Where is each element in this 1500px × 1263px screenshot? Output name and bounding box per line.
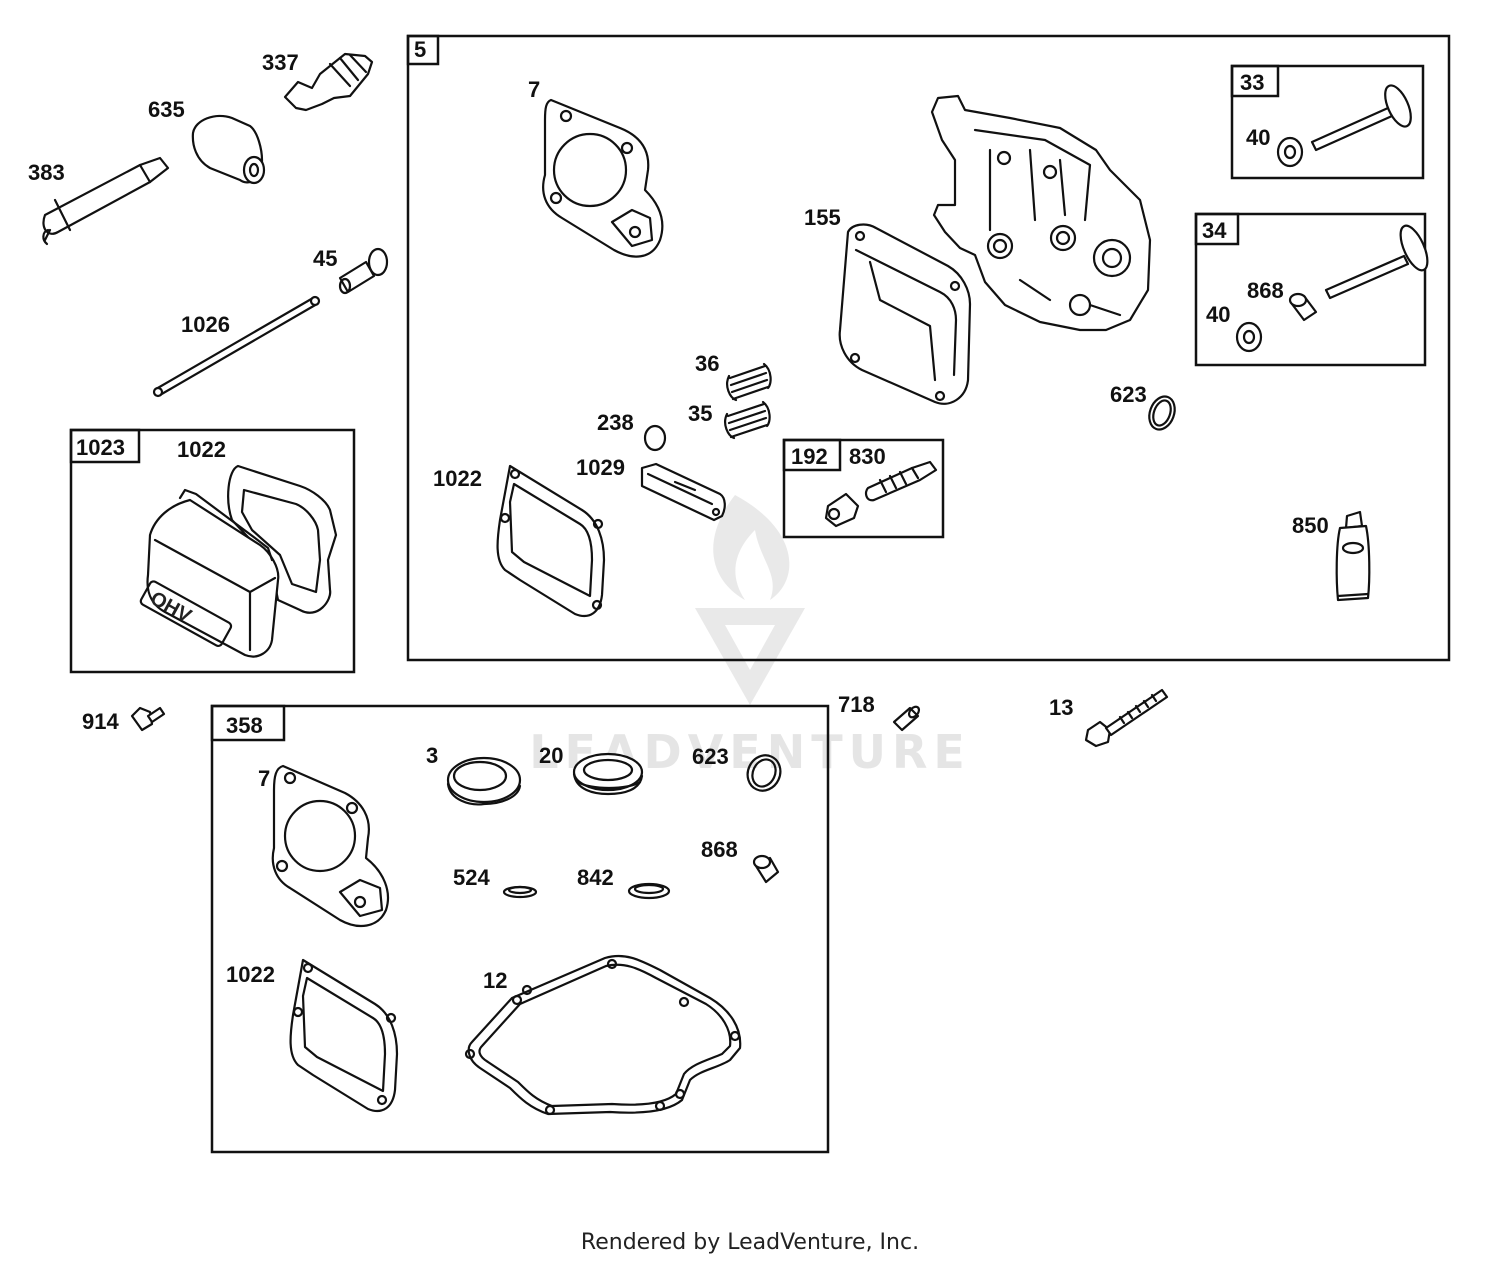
label-623-kit: 623 xyxy=(692,744,729,769)
label-383: 383 xyxy=(28,160,65,185)
valve-seal-868 xyxy=(1288,292,1318,322)
crankcase-gasket-12 xyxy=(464,954,742,1116)
dowel-pin-718 xyxy=(892,705,921,732)
box-1023-number: 1023 xyxy=(76,435,125,460)
kit-rocker-gasket-1022 xyxy=(289,958,399,1113)
label-868-kit: 868 xyxy=(701,837,738,862)
label-45: 45 xyxy=(313,246,337,271)
label-7-head-gasket: 7 xyxy=(528,77,540,102)
label-842: 842 xyxy=(577,865,614,890)
rocker-cover-155 xyxy=(838,223,972,405)
valve-cap-238 xyxy=(643,424,667,452)
kit-box-358: 358 xyxy=(210,704,830,1154)
kit-box-33: 33 xyxy=(1230,64,1425,180)
breather-nut-192 xyxy=(824,492,860,528)
label-40-exhaust: 40 xyxy=(1246,125,1270,150)
spark-plug-337 xyxy=(283,52,374,112)
label-1022-box5: 1022 xyxy=(433,466,482,491)
valve-cover-1022: OHV xyxy=(139,488,280,658)
box-358-number: 358 xyxy=(226,713,263,738)
box-192-number: 192 xyxy=(791,444,828,469)
label-35: 35 xyxy=(688,401,712,426)
rocker-gasket-1022 xyxy=(496,464,606,618)
rocker-arm-1029 xyxy=(640,462,726,522)
valve-retainer-40b xyxy=(1235,321,1263,353)
label-635: 635 xyxy=(148,97,185,122)
label-718: 718 xyxy=(838,692,875,717)
kit-o-ring-623 xyxy=(746,754,782,792)
label-1026: 1026 xyxy=(181,312,230,337)
sealant-tube-850 xyxy=(1335,510,1371,602)
screw-914 xyxy=(130,706,166,732)
label-3: 3 xyxy=(426,743,438,768)
label-20: 20 xyxy=(539,743,563,768)
kit-box-1023: 1023 xyxy=(69,428,356,674)
head-bolt-13 xyxy=(1084,688,1169,748)
boot-635 xyxy=(191,114,266,185)
valve-retainer-40a xyxy=(1276,136,1304,168)
kit-box-192: 192 xyxy=(782,438,945,539)
exhaust-valve-33 xyxy=(1310,84,1412,152)
label-155: 155 xyxy=(804,205,841,230)
label-914: 914 xyxy=(82,709,119,734)
label-868-box34: 868 xyxy=(1247,278,1284,303)
oil-seal-3 xyxy=(446,756,522,806)
valve-spring-36 xyxy=(726,362,772,402)
intake-valve-34 xyxy=(1324,224,1429,300)
label-1022-kit: 1022 xyxy=(226,962,275,987)
label-1029: 1029 xyxy=(576,455,625,480)
kit-box-5: 5 xyxy=(406,34,1451,662)
cylinder-head xyxy=(930,94,1152,332)
label-337: 337 xyxy=(262,50,299,75)
tappet-45 xyxy=(338,247,389,295)
rendered-by-footer: Rendered by LeadVenture, Inc. xyxy=(580,1230,920,1255)
label-13: 13 xyxy=(1049,695,1073,720)
spark-plug-wrench-383 xyxy=(42,156,170,246)
label-36: 36 xyxy=(695,351,719,376)
label-524: 524 xyxy=(453,865,490,890)
o-ring-623 xyxy=(1148,395,1176,431)
label-40-intake: 40 xyxy=(1206,302,1230,327)
label-238: 238 xyxy=(597,410,634,435)
seal-ring-524 xyxy=(502,885,538,899)
valve-spring-35 xyxy=(724,400,771,440)
valve-cover-gasket-1022 xyxy=(227,464,338,614)
label-623-box5: 623 xyxy=(1110,382,1147,407)
label-850: 850 xyxy=(1292,513,1329,538)
box-34-number: 34 xyxy=(1202,218,1227,243)
seal-ring-842 xyxy=(627,882,671,900)
breather-fitting-830 xyxy=(864,460,938,502)
oil-seal-20 xyxy=(572,752,644,796)
box-5-number: 5 xyxy=(414,37,426,62)
push-rod-1026 xyxy=(152,295,321,398)
label-7-kit: 7 xyxy=(258,766,270,791)
kit-head-gasket-7 xyxy=(271,764,390,928)
kit-valve-seal-868 xyxy=(752,854,780,884)
label-12: 12 xyxy=(483,968,507,993)
head-gasket-7 xyxy=(542,98,664,258)
kit-box-34: 34 xyxy=(1194,212,1427,367)
label-830: 830 xyxy=(849,444,886,469)
label-1022-valve-cover: 1022 xyxy=(177,437,226,462)
box-33-number: 33 xyxy=(1240,70,1264,95)
